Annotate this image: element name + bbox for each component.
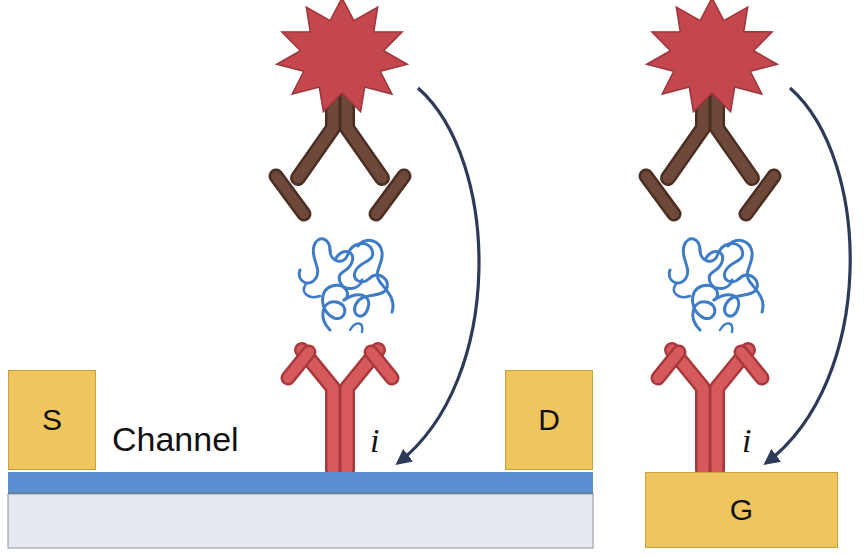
- substrate: [8, 494, 593, 548]
- electrode-label: S: [42, 405, 62, 435]
- current-arrow: [398, 88, 479, 463]
- drain-electrode: D: [505, 370, 593, 470]
- source-electrode: S: [8, 370, 96, 470]
- current-arrow: [766, 88, 850, 463]
- electrode-label: D: [538, 405, 560, 435]
- channel-label: Channel: [112, 422, 239, 456]
- assay-stack: [646, 0, 777, 470]
- channel-layer: Channel: [8, 472, 593, 494]
- gate-electrode: G: [645, 472, 838, 548]
- current-symbol: i: [370, 424, 379, 458]
- assay-stack: [276, 0, 407, 470]
- current-symbol: i: [742, 424, 751, 458]
- electrode-label: G: [730, 495, 753, 525]
